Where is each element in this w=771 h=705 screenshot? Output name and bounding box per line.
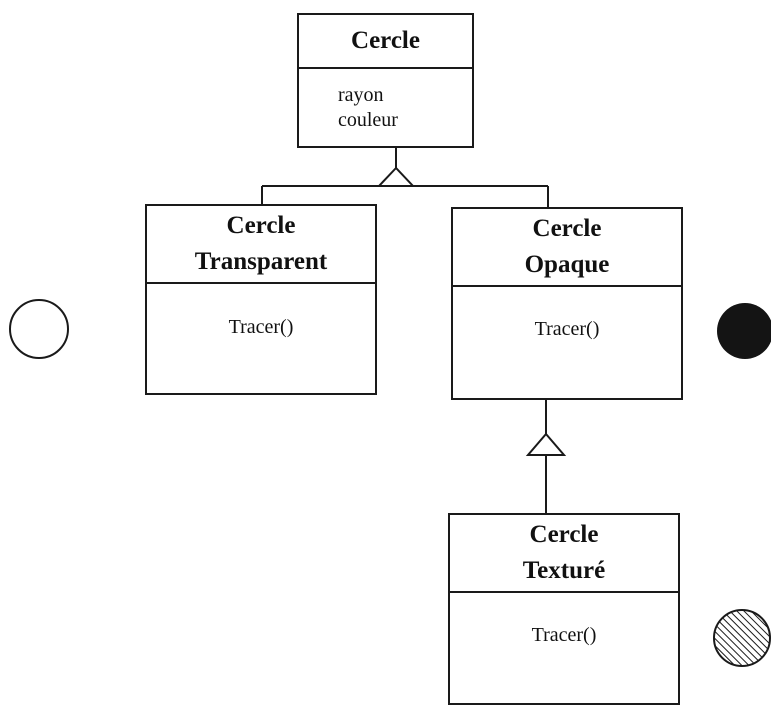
class-name-line: Cercle — [226, 212, 296, 239]
attribute-couleur: couleur — [338, 109, 398, 131]
class-opaque-header: Cercle Opaque — [453, 209, 681, 287]
attribute-rayon: rayon — [338, 84, 384, 106]
class-transparent-header: Cercle Transparent — [147, 206, 375, 284]
class-name-line: Cercle — [532, 215, 602, 242]
class-opaque-methods: Tracer() — [453, 287, 681, 341]
class-cercle-opaque: Cercle Opaque Tracer() — [451, 207, 683, 400]
class-cercle-texture: Cercle Texturé Tracer() — [448, 513, 680, 705]
class-cercle: Cercle rayon couleur — [297, 13, 474, 148]
class-cercle-attributes: rayon couleur — [299, 69, 472, 133]
class-name-line: Cercle — [529, 521, 599, 548]
hatched-circle-icon — [713, 609, 771, 667]
class-texture-header: Cercle Texturé — [450, 515, 678, 593]
method-tracer: Tracer() — [531, 624, 597, 646]
inheritance-arrow-cercle — [376, 166, 416, 187]
method-tracer: Tracer() — [228, 316, 294, 338]
class-name-line: Opaque — [524, 251, 610, 278]
inheritance-arrow-opaque — [525, 432, 567, 456]
class-name: Cercle — [351, 27, 420, 54]
empty-circle-icon — [9, 299, 69, 359]
class-texture-methods: Tracer() — [450, 593, 678, 647]
class-transparent-methods: Tracer() — [147, 284, 375, 339]
class-cercle-header: Cercle — [299, 15, 472, 69]
method-tracer: Tracer() — [534, 318, 600, 340]
class-name-line: Transparent — [194, 248, 328, 275]
class-name-line: Texturé — [522, 557, 606, 584]
filled-circle-icon — [717, 303, 771, 359]
class-cercle-transparent: Cercle Transparent Tracer() — [145, 204, 377, 395]
